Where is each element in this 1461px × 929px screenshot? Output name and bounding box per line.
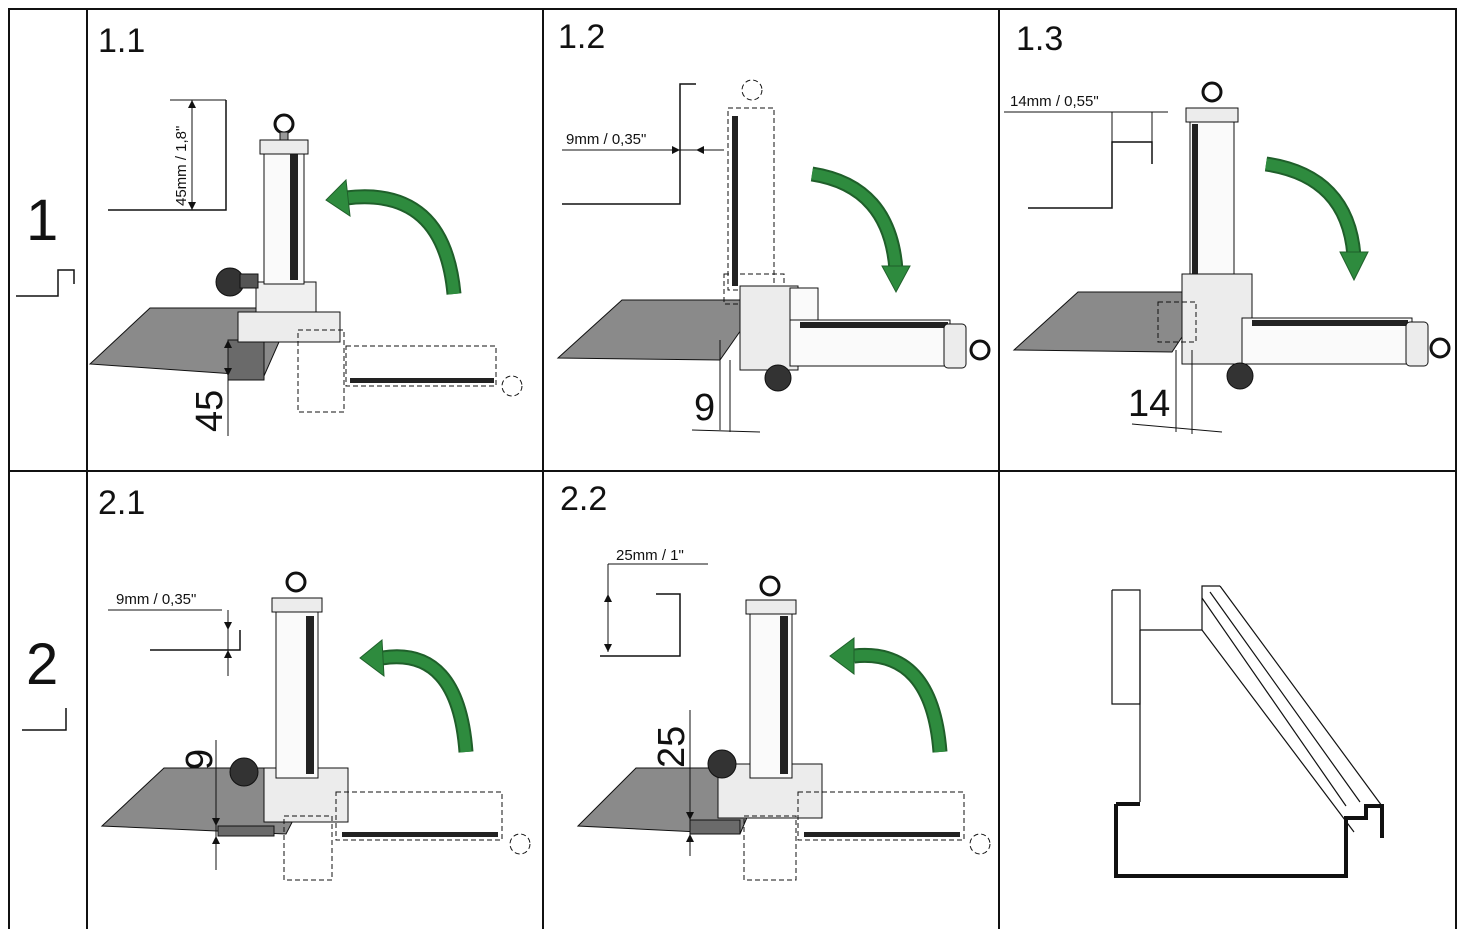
grid-divider-col-2 — [542, 8, 544, 929]
tool-base — [739, 285, 799, 371]
tool-base — [237, 311, 341, 343]
eye-bolt-icon — [969, 339, 991, 361]
panel-1-1-illustration: 45mm / 1,8" 45 — [88, 99, 523, 436]
row-2-number: 2 — [26, 632, 59, 697]
knob-icon — [707, 749, 737, 779]
flange-dimension-label: 9mm / 0,35" — [116, 591, 196, 608]
flange-dimension-label: 45mm / 1,8" — [173, 126, 190, 206]
gauge-value: 9 — [694, 387, 715, 429]
flange-diagram: 25mm / 1" — [600, 547, 708, 657]
panel-title-1-3: 1.3 — [1016, 20, 1064, 58]
gauge-value: 9 — [179, 749, 221, 770]
curved-arrow-icon — [359, 638, 474, 753]
panel-2-1-illustration: 9mm / 0,35" 9 — [100, 571, 531, 881]
eye-bolt-icon — [759, 575, 781, 597]
flange-diagram: 9mm / 0,35" — [562, 83, 724, 205]
grid-border-right — [1455, 8, 1457, 929]
panel-title-1-2: 1.2 — [558, 18, 606, 56]
curved-arrow-icon — [810, 166, 911, 294]
flange-dimension-label: 14mm / 0,55" — [1010, 93, 1099, 110]
eye-bolt-icon — [1429, 337, 1451, 359]
knob-icon — [764, 364, 792, 392]
grid-divider-col-1 — [86, 8, 88, 929]
bend-profile-icon — [22, 708, 67, 731]
curved-arrow-icon — [325, 178, 462, 295]
panel-title-2-2: 2.2 — [560, 480, 608, 518]
tool-base — [1181, 273, 1253, 365]
sheet-metal — [556, 299, 763, 361]
flange-dimension-label: 25mm / 1" — [616, 547, 684, 564]
grid-border-left — [8, 8, 10, 929]
knob-icon — [1226, 362, 1254, 390]
knob-icon — [229, 757, 259, 787]
panel-title-1-1: 1.1 — [98, 22, 146, 60]
gauge-value: 45 — [189, 390, 231, 432]
panel-2-2-illustration: 25mm / 1" 25 — [576, 547, 991, 881]
eye-bolt-icon — [285, 571, 307, 593]
grid-divider-row — [8, 470, 1457, 472]
curved-arrow-icon — [829, 637, 948, 753]
panel-1-3-illustration: 14mm / 0,55" 14 — [1004, 81, 1451, 434]
bend-profile-icon — [16, 269, 75, 297]
flange-diagram: 45mm / 1,8" — [108, 99, 227, 211]
flange-diagram: 9mm / 0,35" — [108, 591, 241, 676]
grid-border-top — [8, 8, 1457, 10]
z-profile-icon — [1111, 585, 1384, 878]
gauge-value: 25 — [651, 726, 693, 768]
flange-dimension-label: 9mm / 0,35" — [566, 131, 646, 148]
curved-arrow-icon — [1264, 156, 1369, 282]
gauge-value: 14 — [1128, 383, 1170, 425]
eye-bolt-icon — [1201, 81, 1223, 103]
grid-divider-col-3 — [998, 8, 1000, 929]
panel-1-2-illustration: 9mm / 0,35" 9 — [556, 79, 991, 433]
eye-bolt-icon — [273, 113, 295, 135]
flange-diagram: 14mm / 0,55" — [1004, 93, 1168, 209]
panel-title-2-1: 2.1 — [98, 484, 146, 522]
row-1-number: 1 — [26, 188, 59, 253]
